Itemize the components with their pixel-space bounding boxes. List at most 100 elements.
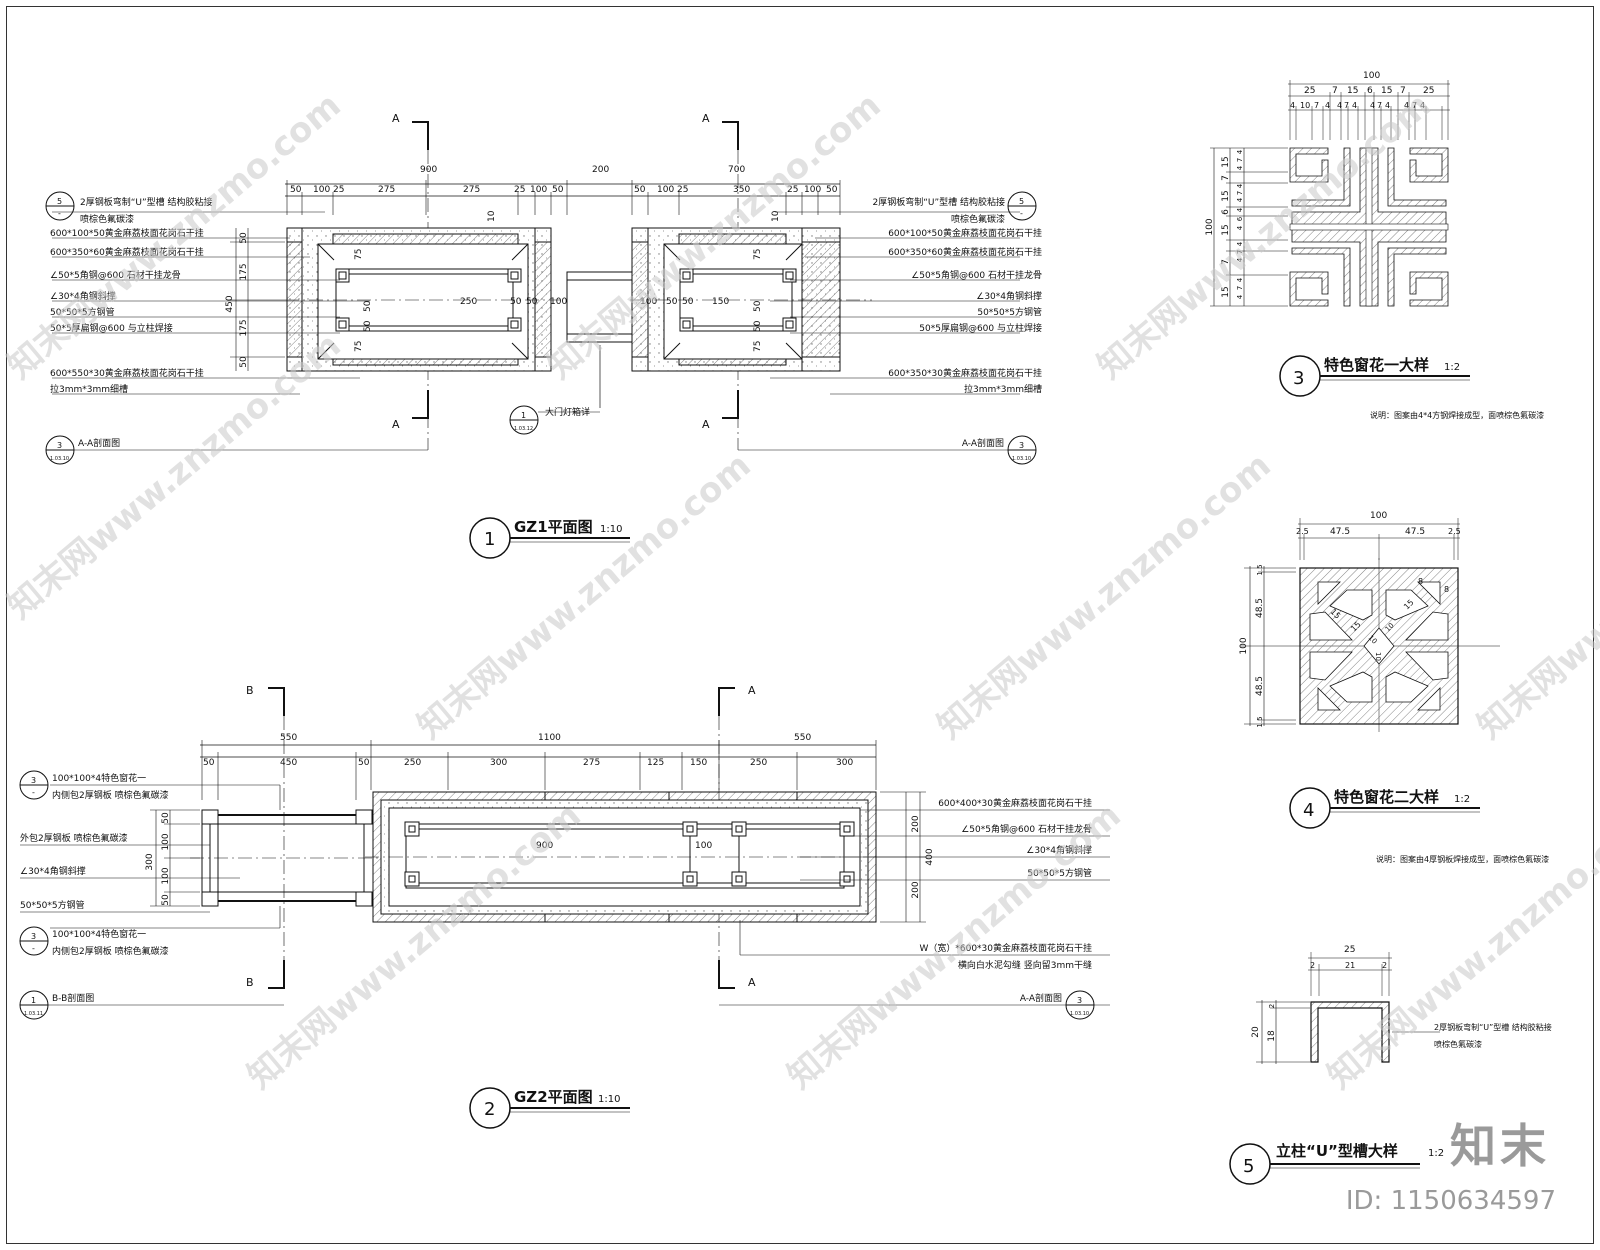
view-scale: 1:10 [598, 1094, 620, 1105]
detail-note: 说明：图案由4厚钢板焊接成型，面喷棕色氟碳漆 [1376, 854, 1549, 864]
dim-label: 10 [1374, 652, 1382, 661]
dim-label: 4 [1236, 183, 1244, 188]
dim-label: 50 [290, 185, 302, 195]
dim-label: 48.5 [1255, 598, 1265, 618]
ref-sheet: 1.03.11 [24, 1011, 43, 1017]
dim-label: 75 [354, 249, 364, 260]
dim-label: 100 [1205, 218, 1215, 235]
dim-label: 75 [753, 249, 763, 260]
ref-label: A-A剖面图 [1020, 992, 1062, 1004]
dim-label: 4 [1370, 101, 1375, 110]
ref-number: 3 [31, 776, 36, 785]
dim-label: 15 [1221, 224, 1231, 235]
view-title: 立柱“U”型槽大样 [1276, 1142, 1398, 1160]
dim-label: 4 [1404, 101, 1409, 110]
dim-label: 2 [1268, 1004, 1276, 1008]
view-title: 特色窗花一大样 [1324, 356, 1429, 374]
dim-label: 21 [1345, 961, 1355, 970]
dim-label: 150 [712, 297, 729, 307]
dim-label: 50 [634, 185, 646, 195]
dim-label: 4 [1236, 294, 1244, 299]
dim-label: 7 [1314, 101, 1319, 110]
dim-label: 8 [1418, 577, 1423, 586]
dim-label: 15 [1381, 86, 1392, 96]
dim-label: 10 [1384, 621, 1396, 633]
dim-label: 300 [490, 758, 507, 768]
dim-label: 15 [1221, 286, 1231, 297]
note-label: 600*400*30黄金麻荔枝面花岗石干挂 [938, 797, 1092, 809]
dim-label: 275 [583, 758, 600, 768]
note-label: 600*100*50黄金麻荔枝面花岗石干挂 [50, 227, 204, 239]
section-mark: B [246, 976, 254, 989]
dim-label: 100 [1370, 511, 1387, 521]
dim-label: 50 [826, 185, 838, 195]
dim-label: 7 [1344, 101, 1349, 110]
dim-label: 25 [333, 185, 344, 195]
ref-number: 5 [57, 197, 62, 206]
note-label: 50*5厚扁钢@600 与立柱焊接 [919, 322, 1042, 334]
dim-label: 400 [925, 848, 935, 865]
watermark: 知末网www.znzmo.com [1320, 795, 1600, 1097]
dim-label: 50 [161, 894, 171, 906]
dim-label: 15 [1347, 86, 1358, 96]
dim-label: 50 [358, 758, 370, 768]
dim-label: 175 [239, 263, 249, 280]
watermark: 知末网www.znzmo.com [1470, 445, 1600, 747]
view-title: GZ2平面图 [514, 1088, 593, 1106]
dim-label: 7 [1236, 250, 1244, 254]
dim-label: 100 [1239, 637, 1249, 654]
detail3-drawing [1210, 80, 1470, 397]
note-label: 喷棕色氟碳漆 [951, 213, 1005, 225]
ref-number: 1 [31, 996, 36, 1005]
detail4-text: 100 2.5 47.5 47.5 2.5 100 1.5 48.5 48.5 … [1239, 511, 1549, 864]
view-title: GZ1平面图 [514, 518, 593, 536]
view-scale: 1:2 [1454, 794, 1470, 805]
dim-label: 25 [1344, 945, 1355, 955]
note-label: 横向白水泥勾缝 竖向留3mm干缝 [958, 959, 1092, 971]
dim-label: 50 [363, 320, 373, 332]
dim-label: 200 [911, 815, 921, 832]
note-label: W（宽）*600*30黄金麻荔枝面花岗石干挂 [919, 942, 1092, 954]
dim-label: 4 [1325, 101, 1330, 110]
dim-label: 100 [640, 297, 657, 307]
section-mark: A [748, 976, 756, 989]
note-label: 100*100*4特色窗花一 [52, 928, 146, 940]
dim-label: 700 [728, 165, 745, 175]
dim-label: 4 [1236, 257, 1244, 262]
dim-label: 25 [1304, 86, 1315, 96]
note-label: 600*350*60黄金麻荔枝面花岗石干挂 [888, 246, 1042, 258]
dim-label: 10 [1300, 101, 1310, 110]
dim-label: 47.5 [1405, 527, 1425, 537]
dim-label: 2 [1382, 961, 1387, 970]
ref-number: 3 [31, 932, 36, 941]
note-label: 50*50*5方钢管 [1027, 867, 1092, 879]
dim-label: 50 [510, 297, 522, 307]
dim-label: 50 [239, 356, 249, 368]
view-title: 特色窗花二大样 [1334, 788, 1439, 806]
dim-label: 100 [313, 185, 330, 195]
view-scale: 1:10 [600, 524, 622, 535]
dim-label: 100 [550, 297, 567, 307]
dim-label: 50 [526, 297, 538, 307]
dim-label: 8 [1444, 585, 1449, 594]
dim-label: 4 [1236, 165, 1244, 170]
note-label: 2厚钢板弯制“U”型槽 结构胶粘接 [872, 196, 1005, 208]
dim-label: 550 [280, 733, 297, 743]
ref-sheet: 1.03.12 [514, 426, 533, 432]
dim-label: 100 [657, 185, 674, 195]
dim-label: 4 [1236, 277, 1244, 282]
dim-label: 7 [1400, 86, 1406, 96]
note-label: ∠50*5角钢@600 石材干挂龙骨 [961, 823, 1092, 835]
dim-label: 100 [804, 185, 821, 195]
dim-label: 2 [1310, 961, 1315, 970]
note-label: 50*50*5方钢管 [20, 899, 85, 911]
view-number: 3 [1293, 368, 1304, 389]
dim-label: 1100 [538, 733, 561, 743]
note-label: 内侧包2厚钢板 喷棕色氟碳漆 [52, 945, 169, 957]
watermark: 知末网www.znzmo.com [930, 445, 1279, 747]
section-mark: A [702, 418, 710, 431]
dim-label: 2.5 [1296, 527, 1309, 536]
dim-label: 175 [239, 319, 249, 336]
dim-label: 4 [1385, 101, 1390, 110]
dim-label: 4 [1236, 207, 1244, 212]
